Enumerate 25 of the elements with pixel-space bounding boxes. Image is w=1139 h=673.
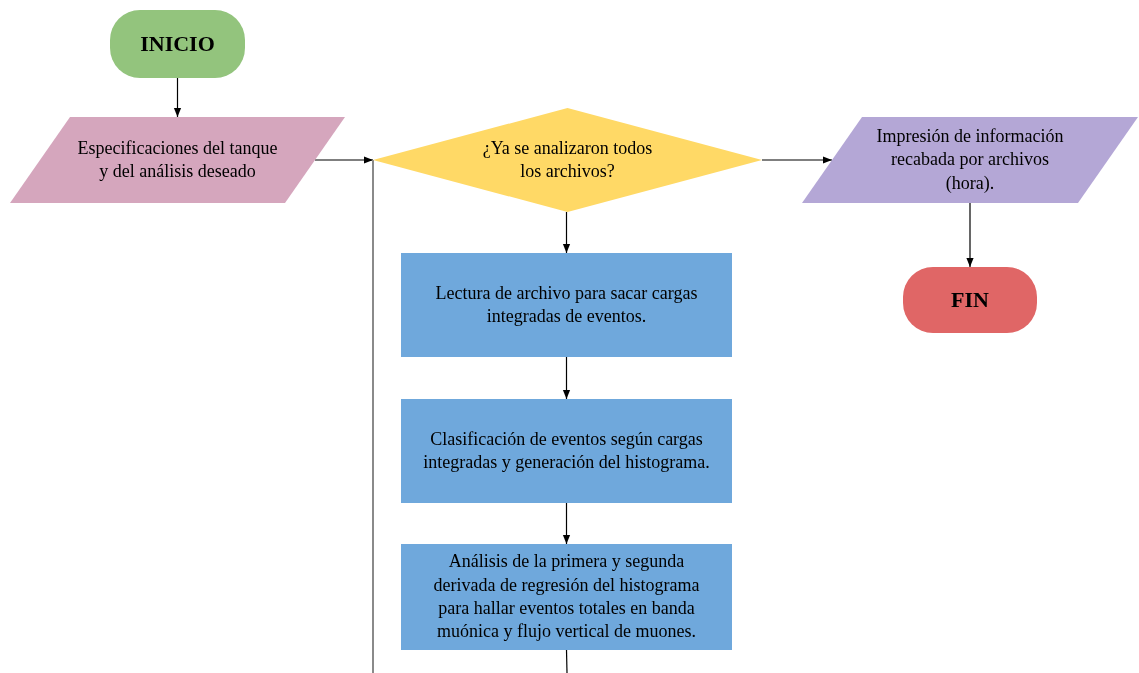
arrow [761,156,833,164]
process-box [401,544,732,650]
process-box [401,399,732,503]
arrow [562,211,571,254]
process-box [401,253,732,357]
decision-diamond [373,108,762,212]
connector-line [565,649,568,673]
arrow [173,77,182,118]
data-parallelogram [802,117,1138,203]
terminator-pill [903,267,1037,333]
node-label: ¿Ya se analizaron todos los archivos? [481,136,654,183]
node-label: INICIO [140,29,215,58]
connector-line [372,159,374,673]
terminator-pill [110,10,245,78]
node-label: FIN [951,285,989,314]
node-label: Lectura de archivo para sacar cargas integradas de eventos. [434,281,699,328]
node-label: Clasificación de eventos según cargas integradas y generación del histograma. [422,427,711,474]
node-label: Análisis de la primera y segunda derivada de regresión del histograma para hallar eventos totales en banda muónica y flujo vertical de muones. [432,550,701,644]
arrow [562,502,571,545]
data-parallelogram [10,117,345,203]
node-label: Especificaciones del tanque y del análisis deseado [77,136,278,183]
arrow [314,156,374,164]
arrow [966,202,974,268]
arrow [562,356,571,400]
node-label: Impresión de información recabada por archivos (hora). [875,124,1065,195]
